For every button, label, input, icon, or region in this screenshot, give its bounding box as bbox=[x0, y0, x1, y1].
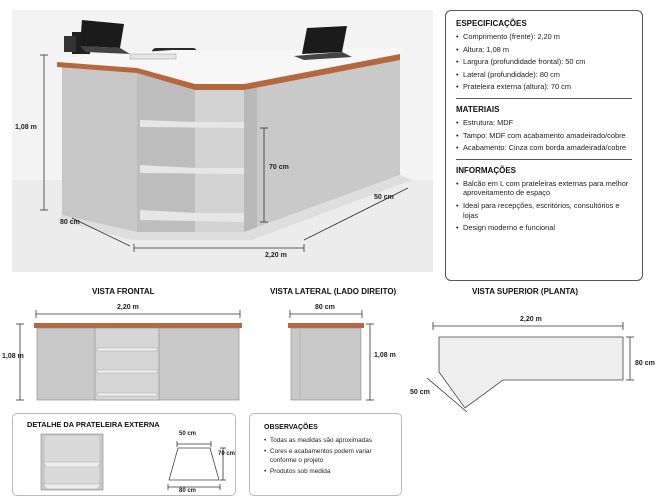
materials-heading: MATERIAIS bbox=[456, 104, 500, 114]
top-depth-label: 80 cm bbox=[635, 360, 655, 367]
divider bbox=[456, 158, 632, 160]
specifications-panel: ESPECIFICAÇÕES Comprimento (frente): 2,2… bbox=[445, 10, 643, 281]
information-heading: INFORMAÇÕES bbox=[456, 165, 516, 175]
spec-item: Largura (profundidade frontal): 50 cm bbox=[456, 57, 632, 67]
detail-height-label: 70 cm bbox=[218, 451, 236, 457]
top-side-label: 50 cm bbox=[410, 389, 430, 396]
material-item: Acabamento: Cinza com borda amadeirada/c… bbox=[456, 143, 632, 153]
observation-item: Todas as medidas são aproximadas bbox=[264, 437, 387, 446]
specifications-list: Comprimento (frente): 2,20 m Altura: 1,0… bbox=[456, 32, 632, 92]
top-view-drawing: 2,20 m 80 cm 50 cm bbox=[405, 300, 660, 420]
materials-list: Estrutura: MDF Tampo: MDF com acabamento… bbox=[456, 118, 632, 153]
observations-list: Todas as medidas são aproximadas Cores e… bbox=[264, 437, 387, 477]
top-view-title: VISTA SUPERIOR (PLANTA) bbox=[472, 287, 579, 296]
side-height-label: 1,08 m bbox=[374, 352, 396, 359]
spec-item: Comprimento (frente): 2,20 m bbox=[456, 32, 632, 42]
front-view-title: VISTA FRONTAL bbox=[92, 287, 155, 296]
shelf-detail-drawing bbox=[40, 433, 226, 491]
info-item: Ideal para recepções, escritórios, consu… bbox=[456, 201, 632, 220]
observations-panel: OBSERVAÇÕES Todas as medidas são aproxim… bbox=[249, 413, 402, 496]
specifications-heading: ESPECIFICAÇÕES bbox=[456, 19, 527, 28]
detail-bottom-width-label: 80 cm bbox=[179, 488, 197, 494]
information-list: Balcão em L com prateleiras externas par… bbox=[456, 179, 632, 233]
shelf-detail-panel: DETALHE DA PRATELEIRA EXTERNA 50 cm 70 c… bbox=[12, 413, 236, 496]
front-view-drawing: 2,20 m 1,08 m bbox=[0, 300, 260, 410]
info-item: Design moderno e funcional bbox=[456, 223, 632, 233]
shelf-detail-title: DETALHE DA PRATELEIRA EXTERNA bbox=[27, 420, 160, 429]
material-item: Estrutura: MDF bbox=[456, 118, 632, 128]
spec-item: Lateral (profundidade): 80 cm bbox=[456, 70, 632, 80]
info-item: Balcão em L com prateleiras externas par… bbox=[456, 179, 632, 198]
render-depth-left-label: 80 cm bbox=[60, 219, 80, 226]
render-shelf-height-label: 70 cm bbox=[269, 164, 289, 171]
render-length-label: 2,20 m bbox=[265, 252, 287, 259]
divider bbox=[456, 97, 632, 99]
side-view-title: VISTA LATERAL (LADO DIREITO) bbox=[270, 287, 397, 296]
product-render: 1,08 m 80 cm 70 cm 50 cm 2,20 m bbox=[12, 10, 433, 272]
spec-item: Prateleira externa (altura): 70 cm bbox=[456, 82, 632, 92]
observation-item: Cores e acabamentos podem variar conform… bbox=[264, 448, 387, 465]
top-width-label: 2,20 m bbox=[520, 316, 542, 323]
side-view-drawing: 80 cm 1,08 m bbox=[280, 300, 396, 410]
side-width-label: 80 cm bbox=[315, 304, 335, 311]
front-width-label: 2,20 m bbox=[117, 304, 139, 311]
spec-item: Altura: 1,08 m bbox=[456, 45, 632, 55]
reception-counter-illustration bbox=[12, 10, 433, 272]
front-height-label: 1,08 m bbox=[2, 353, 24, 360]
render-depth-right-label: 50 cm bbox=[374, 194, 394, 201]
observations-heading: OBSERVAÇÕES bbox=[264, 424, 318, 431]
observation-item: Produtos sob medida bbox=[264, 468, 387, 477]
render-height-label: 1,08 m bbox=[15, 124, 37, 131]
detail-top-width-label: 50 cm bbox=[179, 431, 197, 437]
material-item: Tampo: MDF com acabamento amadeirado/cob… bbox=[456, 131, 632, 141]
